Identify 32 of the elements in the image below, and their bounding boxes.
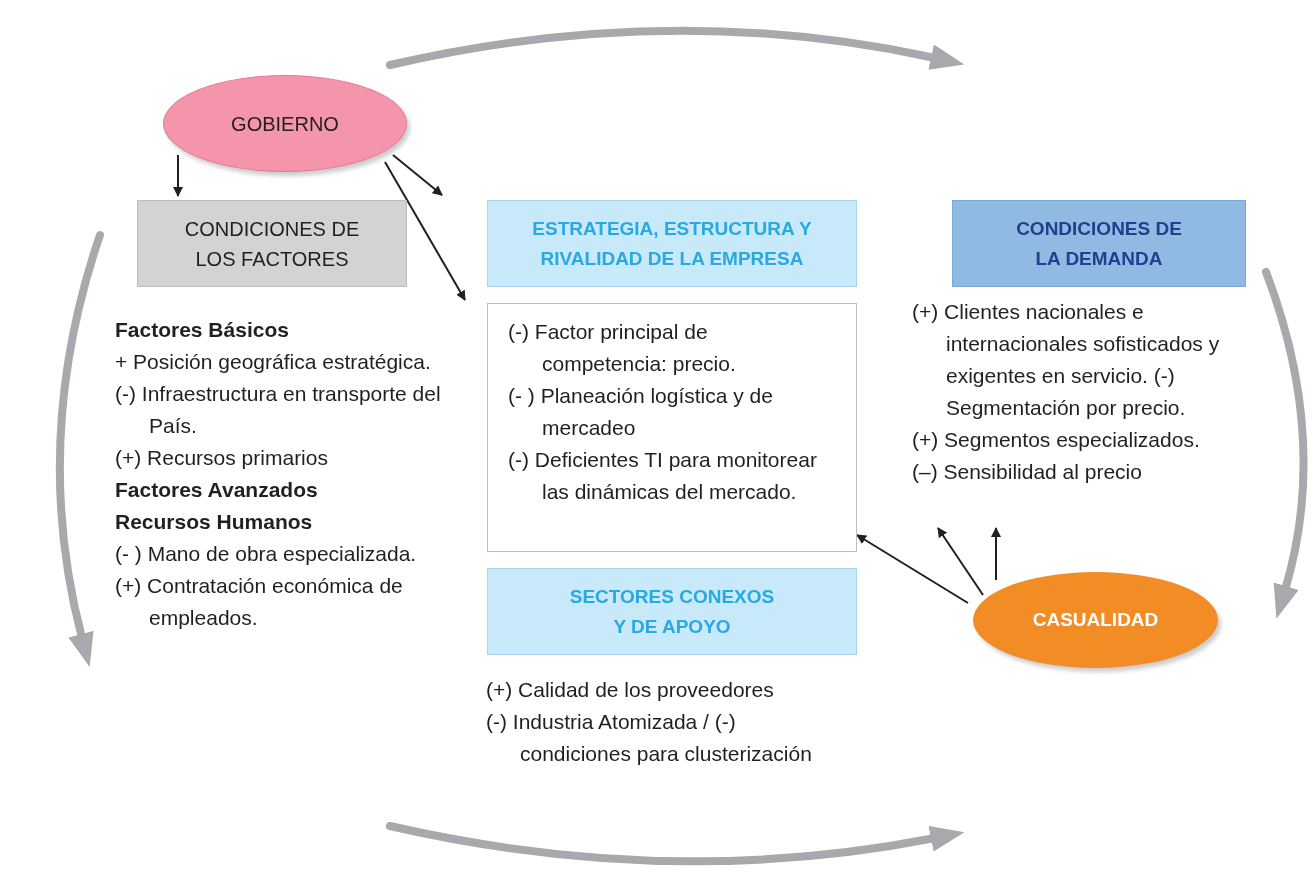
- list-item: (+) Segmentos especializados.: [912, 427, 1201, 453]
- node-label: GOBIERNO: [231, 111, 339, 137]
- list-item: (+) Clientes nacionales e internacionales sofisticados y exigentes en servicio. (-) Segmentación por precio.: [912, 299, 1221, 421]
- list-item: (-) Factor principal de competencia: precio.: [508, 319, 737, 377]
- arrow: [937, 527, 984, 596]
- node-label: CASUALIDAD: [1032, 607, 1159, 632]
- arrow: [991, 527, 1001, 581]
- list-item: (–) Sensibilidad al precio: [912, 459, 1143, 485]
- list-item: (-) Infraestructura en transporte del País.: [115, 381, 442, 439]
- process-box: [487, 568, 857, 655]
- list-item: + Posición geográfica estratégica.: [115, 349, 432, 375]
- arrow: [856, 534, 969, 604]
- list-item: (+) Recursos primarios: [115, 445, 329, 471]
- list-item: (+) Contratación económica de empleados.: [115, 573, 404, 631]
- section-heading: Recursos Humanos: [115, 509, 314, 535]
- list-item: (-) Industria Atomizada / (-) condiciones para clusterización: [486, 709, 813, 767]
- list-box: [487, 303, 857, 552]
- list-item: (+) Calidad de los proveedores: [486, 677, 775, 703]
- list-item: (- ) Planeación logística y de mercadeo: [508, 383, 774, 441]
- process-box: [137, 200, 407, 287]
- arrow: [384, 161, 466, 301]
- node-label: ESTRATEGIA, ESTRUCTURA Y RIVALIDAD DE LA EMPRESA: [531, 216, 813, 271]
- arrow: [392, 154, 443, 196]
- list-item: (-) Deficientes TI para monitorear las dinámicas del mercado.: [508, 447, 818, 505]
- section-heading: Factores Avanzados: [115, 477, 319, 503]
- process-box: [487, 200, 857, 287]
- node-label: CONDICIONES DE LOS FACTORES: [183, 216, 361, 272]
- node-label: CONDICIONES DE LA DEMANDA: [1015, 216, 1183, 271]
- section-heading: Factores Básicos: [115, 317, 290, 343]
- node-label: SECTORES CONEXOS Y DE APOYO: [568, 584, 776, 639]
- process-box: [952, 200, 1246, 287]
- list-item: (- ) Mano de obra especializada.: [115, 541, 418, 567]
